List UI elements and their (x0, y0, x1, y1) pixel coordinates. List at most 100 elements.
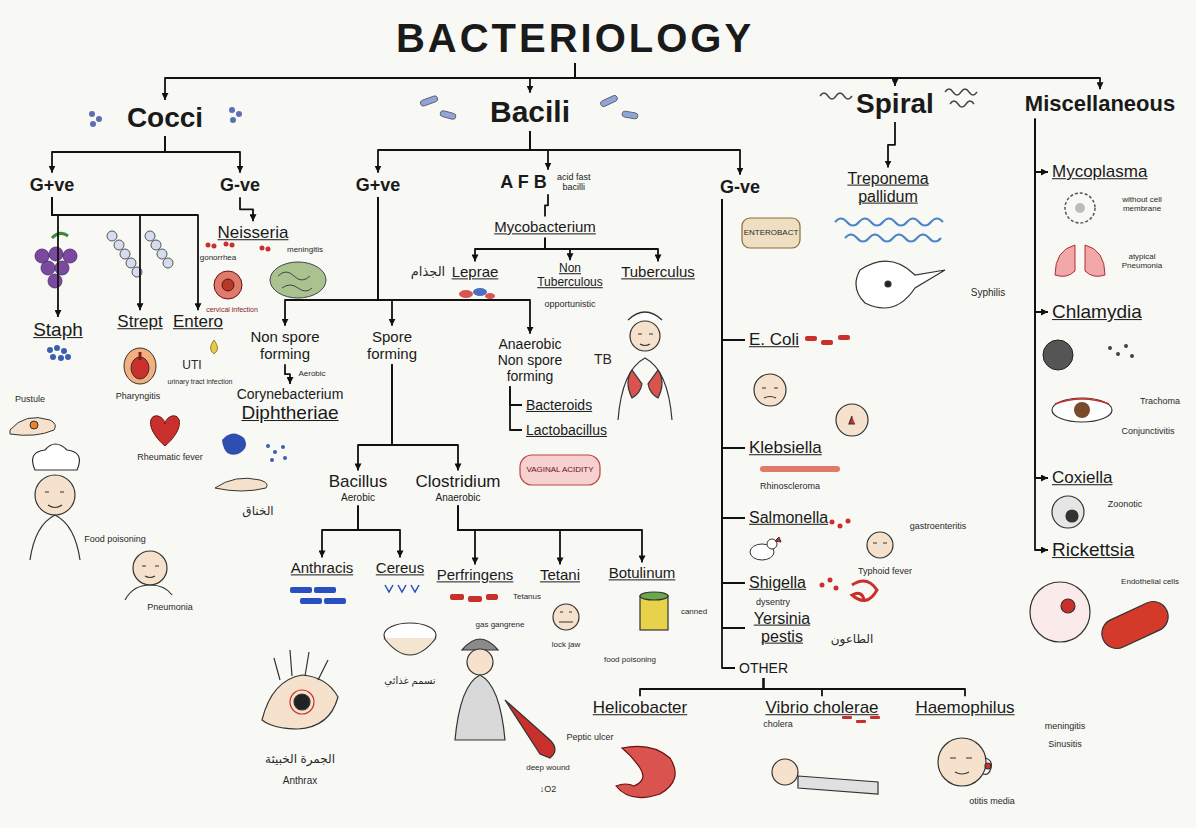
chef-figure (35, 475, 75, 515)
typhoid-figure (867, 532, 893, 558)
cocci-symbol (229, 107, 235, 113)
tree-connector (764, 678, 966, 696)
taxon-node: Botulinum (605, 562, 680, 583)
tree-connector (378, 197, 392, 325)
node-text: G-ve (720, 177, 760, 198)
neisseria-dots (230, 243, 235, 248)
strept-chain (145, 231, 155, 241)
node-text: Staph (33, 319, 83, 341)
cocci-symbol (236, 111, 242, 117)
tree-connector (458, 506, 642, 563)
taxon-node: Spore forming (353, 326, 431, 365)
soldier-figure (455, 675, 505, 740)
cholera-figure (772, 759, 798, 785)
chlamydia-drawing (1108, 346, 1112, 350)
rickettsia-drawing (1030, 582, 1090, 642)
staph-dots (47, 345, 71, 361)
taxon-node: BacillusAerobic (325, 470, 392, 505)
note-label: Peptic ulcer (566, 733, 613, 743)
taxon-node: Spiral (852, 86, 938, 122)
neisseria-dots (260, 246, 265, 251)
grape-cluster (63, 249, 77, 263)
shigella-drawing (820, 578, 878, 601)
note-label: Syphilis (971, 287, 1005, 298)
coxiella-cell (1066, 510, 1078, 522)
diphtheria-drawing (281, 445, 285, 449)
diphtheria-drawing (270, 458, 274, 462)
syphilis-figure (856, 261, 945, 308)
note-label: Typhoid fever (858, 567, 912, 577)
tree-connector (640, 678, 764, 696)
cocci-symbol (89, 111, 95, 117)
note-label: TB (594, 352, 612, 367)
cholera-figure (798, 776, 878, 794)
note-label: Food poisoning (84, 535, 146, 545)
salmonella-dots (846, 519, 851, 524)
taxon-node: Rickettsia (1048, 537, 1138, 563)
lungs-drawing (1085, 245, 1105, 276)
taxon-node: Mycobacterium (490, 216, 600, 237)
tree-connector (722, 199, 735, 668)
throat-drawing (131, 357, 149, 379)
mycoplasma-cell (1065, 193, 1095, 223)
coxiella-cell (1052, 496, 1084, 528)
strept-chain (120, 249, 130, 259)
shigella-drawing (834, 586, 839, 591)
head-drawing (983, 758, 991, 774)
brain-drawing (270, 262, 326, 298)
note-label: deep wound (526, 764, 570, 773)
strept-chain (107, 231, 117, 241)
node-text: Spore forming (357, 328, 427, 363)
tree-connector (52, 197, 198, 310)
diphtheria-drawing (266, 444, 270, 448)
taxon-node: G-ve (716, 175, 764, 200)
ecoli-figure (762, 388, 778, 398)
pneumonia-figure (133, 551, 167, 585)
taxon-node: Tuberculus (617, 261, 699, 282)
treponema-waves (845, 235, 941, 242)
taxon-node: Miscellaneous (1021, 89, 1179, 118)
strept-chain (157, 249, 167, 259)
taxon-node: Coxiella (1048, 466, 1116, 490)
cholera-figure (856, 720, 866, 723)
taxon-node: G+ve (352, 173, 405, 198)
anthracis-rods (300, 598, 322, 604)
tree-connector (458, 506, 475, 565)
neisseria-dots (206, 242, 271, 252)
vaginal-acidity-drawing (520, 455, 600, 485)
grape-cluster (49, 247, 63, 261)
chlamydia-drawing (1130, 354, 1134, 358)
node-text: Cocci (127, 102, 203, 134)
tree-connector (722, 199, 745, 518)
lungs-drawing (1055, 245, 1075, 276)
node-text: A F B (500, 172, 546, 193)
taxon-node: Non spore forming (239, 326, 331, 365)
tree-connector (530, 63, 575, 93)
tree-connector (392, 364, 458, 470)
node-text: G-ve (220, 175, 260, 196)
head-drawing (938, 738, 986, 786)
perfringens-rods (450, 594, 464, 600)
node-text: Anthracis (291, 559, 354, 576)
note-label: gas gangrene (476, 621, 525, 630)
spiral-symbol (820, 93, 852, 99)
mycoplasma-cell (1075, 203, 1085, 213)
taxon-node: Mycoplasma (1048, 160, 1151, 184)
chlamydia-drawing (1116, 352, 1120, 356)
taxon-node: Cereus (372, 557, 428, 578)
pneumonia-figure (125, 585, 172, 600)
shigella-drawing (820, 583, 825, 588)
tree-connector (285, 197, 378, 325)
note-label: ↓O2 (540, 785, 557, 795)
pneumonia-figure (125, 551, 172, 600)
node-text: Rickettsia (1052, 539, 1134, 561)
node-text: Clostridium (415, 472, 500, 492)
diphtheria-drawing (266, 444, 287, 462)
rickettsia-drawing (1061, 599, 1075, 613)
node-text: G+ve (30, 175, 75, 196)
tree-connector (510, 386, 522, 430)
note-label: الجمرة الخبيثة (265, 753, 335, 766)
diphtheria-drawing (215, 433, 287, 491)
tree-connector (358, 506, 400, 558)
